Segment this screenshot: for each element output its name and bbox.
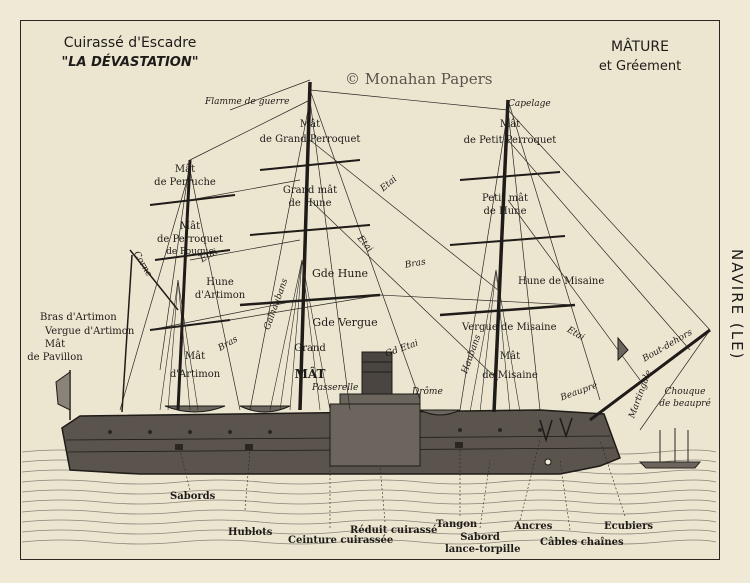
label-hune-misaine: Hune de Misaine — [518, 276, 605, 287]
masts — [121, 81, 711, 422]
label-ecubiers: Ecubiers — [604, 521, 654, 532]
label-mat-grand-perroquet-2: de Grand Perroquet — [259, 134, 361, 145]
label-hune-artimon-2: d'Artimon — [194, 290, 246, 301]
label-mat-perruche-1: Mât — [174, 164, 196, 175]
label-ceinture: Ceinture cuirassée — [288, 535, 394, 546]
label-reduit: Réduit cuirassé — [350, 525, 438, 536]
label-hune-artimon-1: Hune — [206, 277, 234, 288]
label-mat-pavillon-2: de Pavillon — [27, 352, 83, 363]
title-line2: "LA DÉVASTATION" — [61, 55, 199, 70]
top-right-line1: MÂTURE — [611, 39, 669, 55]
label-flamme: Flamme de guerre — [205, 97, 290, 107]
boats — [164, 405, 461, 416]
label-mat-perroquet-1: Mât — [179, 221, 201, 232]
label-mat-perroquet-3: de Fougue — [166, 247, 214, 257]
label-capelage: Capelage — [508, 99, 551, 109]
label-mat-misaine-1: Mât — [499, 351, 521, 362]
label-gde-vergue: Gde Vergue — [312, 316, 378, 329]
label-mat-pavillon-1: Mât — [44, 339, 66, 350]
label-gde-hune: Gde Hune — [311, 267, 369, 280]
label-grand-mat-1: Grand — [294, 343, 326, 354]
flag — [55, 336, 629, 420]
label-tangon: Tangon — [436, 519, 478, 530]
label-chouque-1: Chouque — [664, 387, 706, 397]
label-grand-mat-hune-2: de Hune — [288, 198, 332, 209]
funnel — [339, 351, 421, 405]
label-grand-mat-2: MÂT — [294, 367, 326, 381]
label-petit-mat-hune-1: Petit mât — [481, 193, 529, 204]
watermark: © Monahan Papers — [345, 70, 493, 88]
label-passerelle: Passerelle — [312, 383, 359, 393]
distant-ship — [638, 428, 702, 469]
label-mat-perroquet-2: de Perroquet — [156, 234, 224, 245]
label-mat-artimon-2: d'Artimon — [169, 369, 221, 380]
label-mat-perruche-2: de Perruche — [154, 177, 216, 188]
label-mat-petit-perroquet-2: de Petit Perroquet — [463, 135, 557, 146]
label-sabord-1: Sabord — [460, 532, 500, 543]
label-mat-grand-perroquet-1: Mât — [299, 119, 321, 130]
label-bras-artimon: Bras d'Artimon — [40, 312, 117, 323]
label-leaders — [179, 439, 626, 531]
label-cables: Câbles chaînes — [540, 537, 624, 548]
label-hublots: Hublots — [228, 527, 273, 538]
top-right-line2: et Gréement — [598, 59, 682, 74]
label-vergue-misaine: Vergue de Misaine — [462, 322, 557, 333]
label-grand-mat-hune-1: Grand mât — [282, 185, 338, 196]
label-mat-artimon-1: Mât — [184, 351, 206, 362]
side-label: NAVIRE (LE) — [728, 249, 746, 361]
hull — [61, 403, 621, 475]
label-sabord-2: lance-torpille — [445, 544, 521, 555]
label-petit-mat-hune-2: de Hune — [483, 206, 527, 217]
rigging — [119, 79, 711, 431]
label-sabords: Sabords — [170, 491, 216, 502]
label-mat-misaine-2: de Misaine — [482, 370, 538, 381]
label-chouque-2: de beaupré — [659, 399, 711, 409]
label-ancres: Ancres — [514, 521, 553, 532]
shrouds — [159, 259, 521, 413]
label-mat-petit-perroquet-1: Mât — [499, 119, 521, 130]
title-line1: Cuirassé d'Escadre — [63, 35, 197, 51]
label-drome: Drôme — [412, 387, 443, 397]
label-vergue-artimon: Vergue d'Artimon — [45, 326, 135, 337]
